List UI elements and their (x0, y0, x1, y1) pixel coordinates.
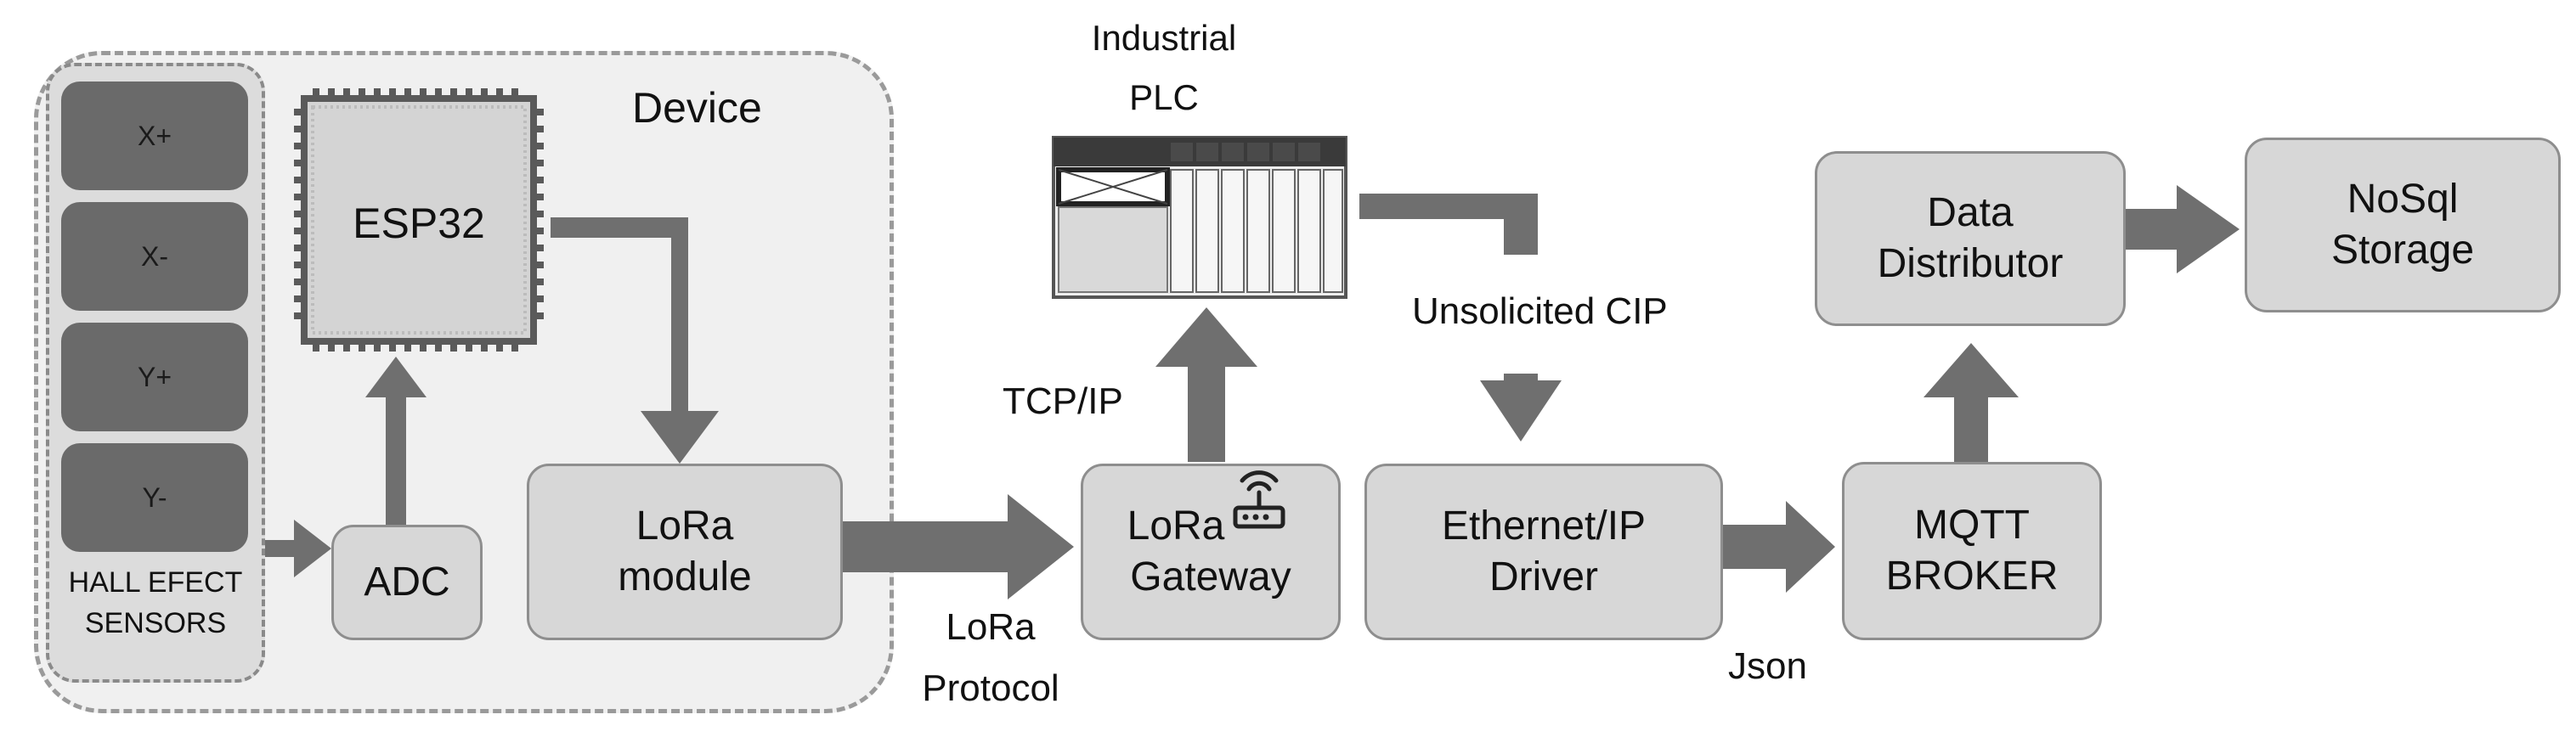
plc-title-line2: PLC (1129, 77, 1199, 117)
lora-module-line2: module (618, 554, 752, 599)
arrow-sensors-to-adc (265, 520, 331, 577)
sensors-caption-line2: SENSORS (84, 607, 227, 639)
sensors-caption-line1: HALL EFECT (68, 566, 243, 599)
mqtt-broker-box: MQTT BROKER (1842, 462, 2102, 640)
device-label: Device (632, 84, 762, 132)
data-distributor-box: Data Distributor (1815, 151, 2126, 326)
arrow-adc-to-esp32 (365, 357, 427, 525)
ethernet-ip-driver-box: Ethernet/IP Driver (1364, 464, 1723, 640)
sensor-y-plus: Y+ (61, 323, 248, 431)
nosql-line2: Storage (2330, 228, 2475, 273)
distributor-line1: Data (1927, 190, 2014, 235)
arrow-lora-module-to-gateway (843, 494, 1074, 599)
unsolicited-cip-label: Unsolicited CIP (1412, 290, 1668, 332)
sensor-x-plus: X+ (61, 82, 248, 190)
plc-title-line1: Industrial (1091, 18, 1237, 58)
adc-box: ADC (331, 525, 483, 640)
ethernet-driver-line2: Driver (1489, 554, 1598, 599)
plc-title: Industrial PLC (1054, 8, 1274, 127)
lora-gateway-line2: Gateway (1130, 554, 1291, 599)
arrow-gateway-to-plc (1155, 307, 1257, 462)
arrow-esp32-to-lora-module (551, 217, 719, 464)
lora-module-line1: LoRa (636, 504, 734, 549)
nosql-storage-box: NoSql Storage (2245, 138, 2561, 312)
distributor-line2: Distributor (1877, 241, 2064, 286)
lora-protocol-label-line1: LoRa (946, 606, 1036, 648)
tcp-ip-label: TCP/IP (1003, 380, 1123, 422)
lora-protocol-label-line2: Protocol (922, 667, 1059, 709)
nosql-line1: NoSql (2347, 177, 2459, 222)
arrow-driver-to-mqtt (1723, 501, 1835, 593)
sensor-x-minus: X- (61, 202, 248, 311)
mqtt-line1: MQTT (1914, 503, 2030, 548)
arrow-plc-to-ethernet-driver (1359, 194, 1538, 255)
lora-gateway-line1: LoRa (1127, 504, 1225, 549)
arrow-mqtt-to-distributor (1924, 343, 2019, 462)
plc-rack-icon (1052, 136, 1347, 299)
lora-gateway-box: LoRa Gateway (1081, 464, 1341, 640)
json-label: Json (1728, 645, 1807, 687)
ethernet-driver-line1: Ethernet/IP (1441, 504, 1647, 549)
arrow-distributor-to-nosql (2126, 185, 2240, 273)
adc-label: ADC (364, 560, 450, 605)
sensor-y-minus: Y- (61, 443, 248, 552)
lora-module-box: LoRa module (527, 464, 843, 640)
router-icon (1233, 470, 1285, 529)
arrow-unsolicited-cip-down (1480, 380, 1562, 442)
esp32-label: ESP32 (353, 200, 485, 247)
esp32-chip-icon (294, 88, 544, 352)
mqtt-line2: BROKER (1885, 554, 2059, 599)
